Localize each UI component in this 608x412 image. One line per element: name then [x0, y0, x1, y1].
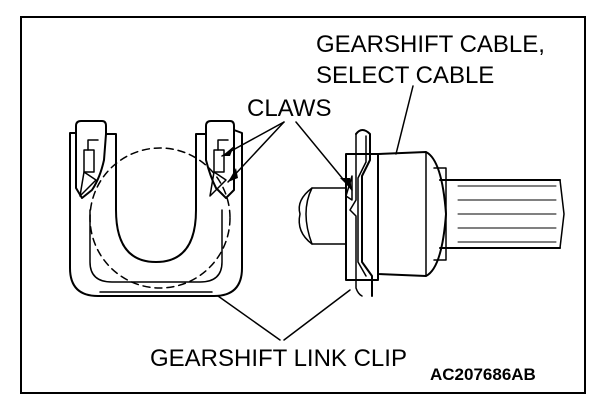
cable-leader	[395, 85, 414, 155]
cable-tube-ridges	[457, 185, 557, 243]
right-claw	[209, 171, 227, 197]
cable-flange	[345, 153, 379, 281]
label-gearshift-link-clip: GEARSHIFT LINK CLIP	[150, 345, 407, 372]
link-clip-front-view	[69, 120, 243, 297]
clip-leader-right	[283, 289, 351, 341]
clip-inner-line	[89, 209, 223, 283]
clip-outer-body	[69, 129, 243, 297]
clip-leader-left	[217, 295, 281, 341]
shift-shaft	[298, 187, 347, 245]
clip-side-profile	[355, 129, 373, 297]
clip-left-ear	[75, 120, 107, 135]
cable-side-view	[298, 129, 565, 297]
left-claw	[79, 171, 97, 197]
label-gearshift-cable: GEARSHIFT CABLE,	[316, 31, 545, 58]
label-claws: CLAWS	[247, 95, 332, 122]
label-select-cable: SELECT CABLE	[316, 62, 495, 89]
clip-right-ear	[205, 120, 235, 135]
claws-leader-mid	[227, 121, 285, 183]
diagram-frame	[20, 16, 586, 394]
cable-tube	[439, 179, 561, 249]
leader-lines	[217, 85, 414, 341]
cable-boot	[377, 151, 447, 277]
figure-code: AC207686AB	[430, 365, 536, 384]
claws-leader-left	[221, 121, 285, 157]
right-claw-window	[213, 149, 225, 173]
arrowheads	[222, 146, 352, 190]
left-claw-window	[83, 149, 95, 173]
